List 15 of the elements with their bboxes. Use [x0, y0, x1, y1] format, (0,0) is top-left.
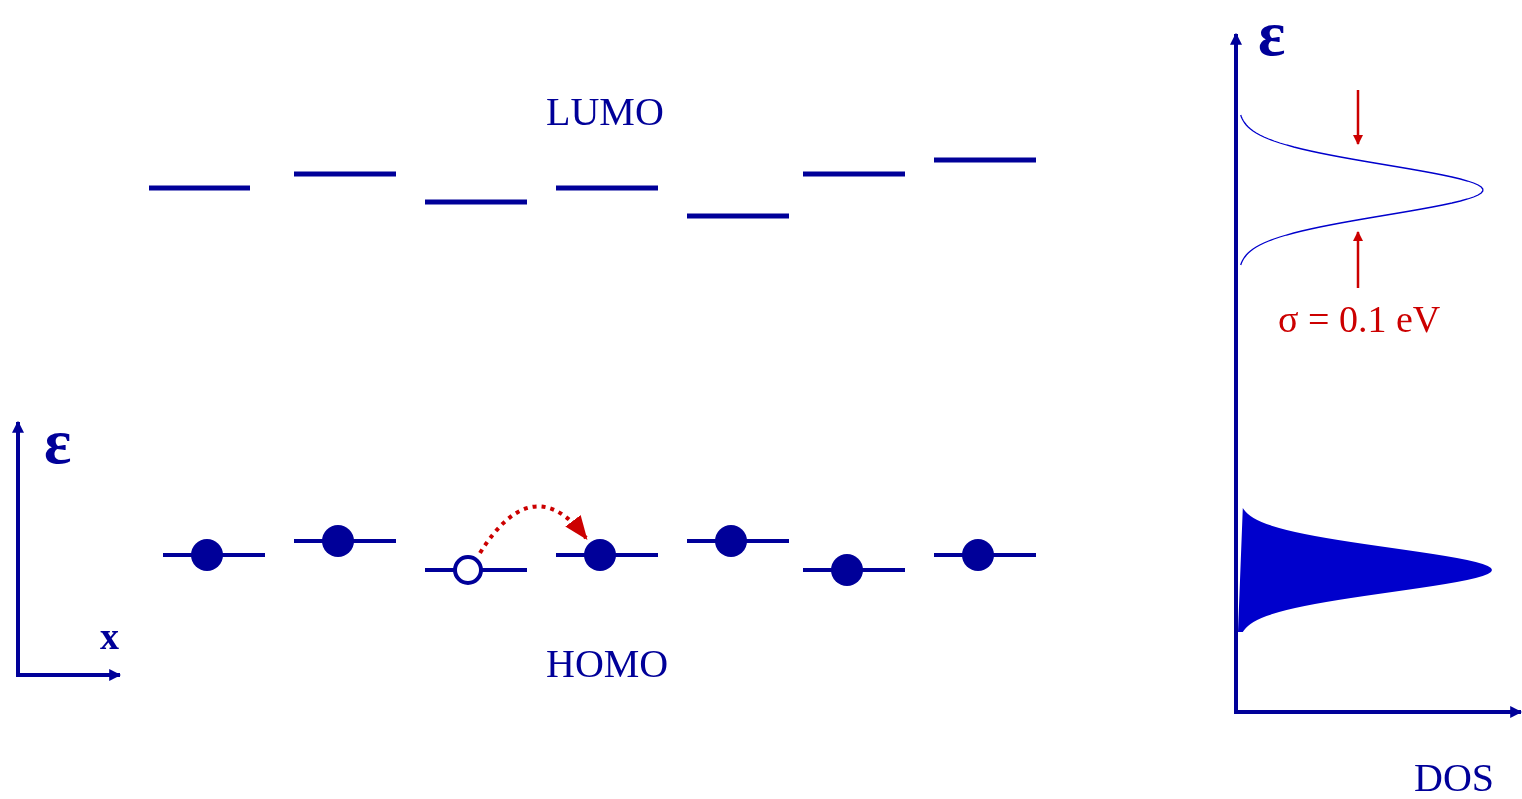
axis-label: DOS: [1414, 758, 1495, 798]
electron-site: [687, 524, 789, 558]
level-label: LUMO: [546, 92, 664, 132]
hole-site: [425, 553, 527, 587]
electron-site: [934, 538, 1036, 572]
electron-site: [163, 538, 265, 572]
electron-site: [803, 553, 905, 587]
axis-label: ε: [1258, 2, 1286, 66]
axis-label: x: [100, 617, 119, 655]
width-label: σ = 0.1 eV: [1278, 300, 1441, 338]
level-label: HOMO: [546, 644, 669, 684]
electron-site: [294, 524, 396, 558]
electron-site: [556, 538, 658, 572]
axis-label: ε: [44, 410, 72, 474]
hopping-arrow: [478, 504, 588, 555]
